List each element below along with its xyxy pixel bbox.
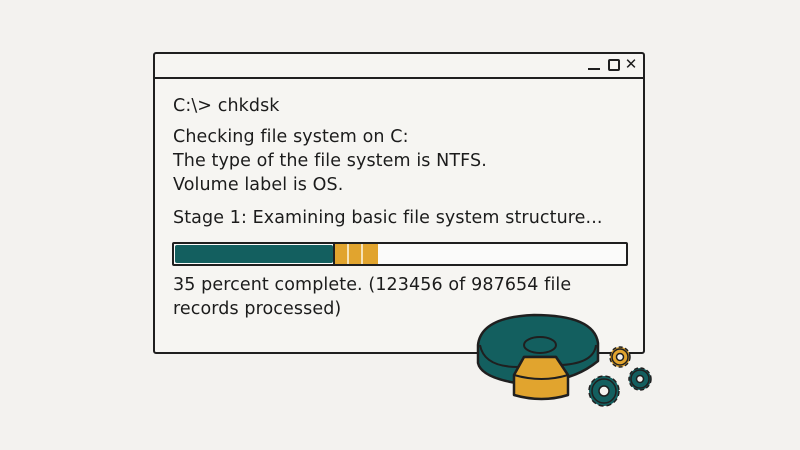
output-line: Checking file system on C: [173, 127, 409, 147]
progress-active-segment [333, 244, 378, 264]
maximize-button[interactable] [606, 57, 620, 71]
disk-pie-icon [476, 313, 652, 407]
chkdsk-window: ✕ C:\> chkdsk Checking file system on C:… [153, 52, 645, 354]
gears-icon [588, 346, 652, 407]
close-button[interactable]: ✕ [624, 55, 638, 73]
progress-fill [175, 245, 333, 263]
progress-bar [172, 242, 628, 266]
progress-status-line: 35 percent complete. (123456 of 987654 f… [173, 275, 572, 295]
output-line: Volume label is OS. [173, 175, 344, 195]
stage-line: Stage 1: Examining basic file system str… [173, 208, 603, 228]
title-bar: ✕ [155, 54, 643, 79]
command-prompt-line: C:\> chkdsk [173, 96, 280, 116]
output-line: The type of the file system is NTFS. [173, 151, 487, 171]
minimize-button[interactable] [587, 57, 601, 71]
progress-status-line: records processed) [173, 299, 342, 319]
